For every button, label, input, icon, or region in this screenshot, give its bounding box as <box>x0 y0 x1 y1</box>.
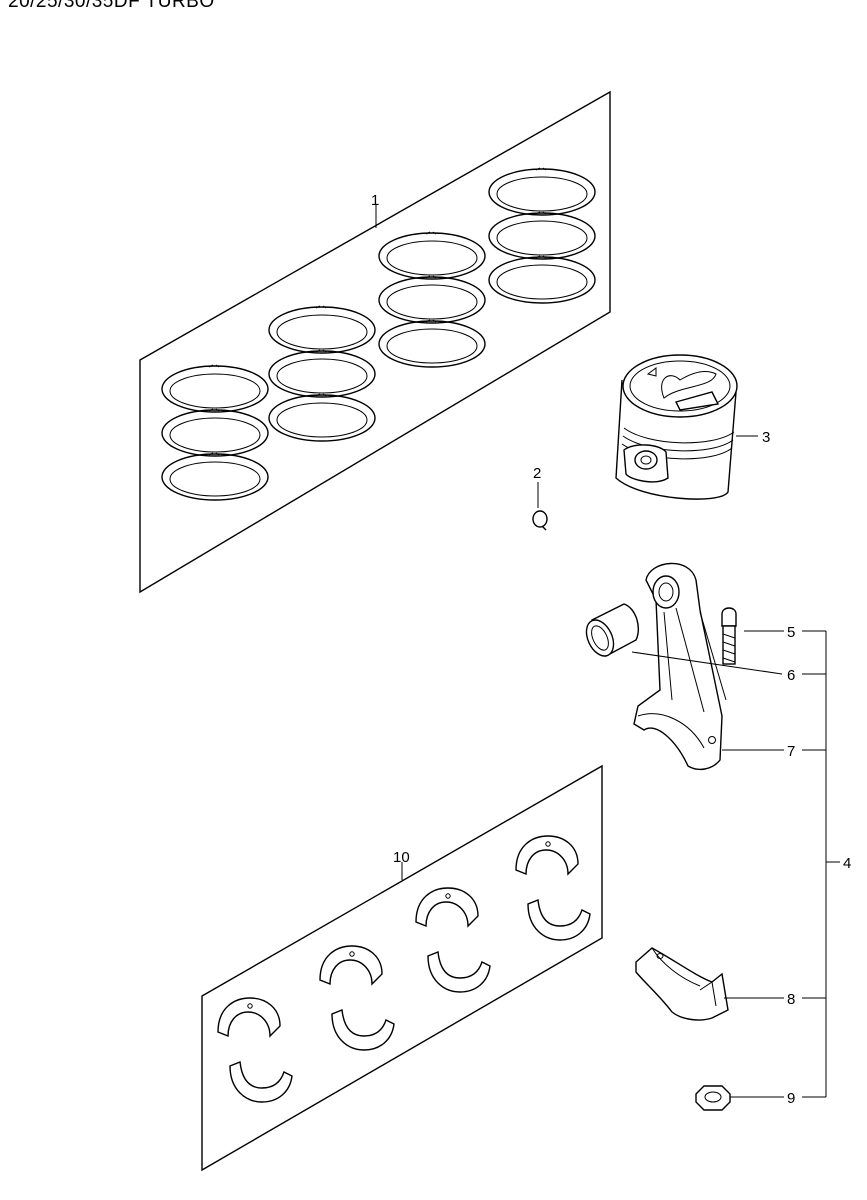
piston-ring-set-group <box>139 90 611 594</box>
callout-7: 7 <box>787 743 795 760</box>
callout-6: 6 <box>787 667 795 684</box>
callout-8: 8 <box>787 991 795 1008</box>
diagram-title: 20/25/30/35DF TURBO <box>8 0 215 12</box>
ring-set-frame <box>139 90 611 594</box>
snap-ring-part[interactable] <box>532 482 548 531</box>
ring-set-3[interactable] <box>379 232 485 367</box>
assembly-bracket-4 <box>631 630 840 1098</box>
callout-2: 2 <box>533 465 541 482</box>
bearing-pair-1[interactable] <box>217 997 293 1103</box>
bearing-pair-4[interactable] <box>515 835 591 941</box>
bearing-pair-2[interactable] <box>319 945 395 1051</box>
ring-set-2[interactable] <box>269 306 375 441</box>
bearing-set-group <box>201 764 603 1172</box>
bushing-part[interactable] <box>581 603 640 660</box>
bearing-set-frame <box>201 764 603 1172</box>
nut-part[interactable] <box>695 1085 731 1111</box>
callout-1: 1 <box>371 192 379 209</box>
piston-part[interactable] <box>615 354 758 500</box>
callout-4: 4 <box>843 855 851 872</box>
callout-10: 10 <box>393 849 410 866</box>
ring-set-4[interactable] <box>489 168 595 303</box>
connecting-rod-bolt-part[interactable] <box>721 607 737 665</box>
bearing-pair-3[interactable] <box>415 887 491 993</box>
ring-set-1[interactable] <box>162 365 268 500</box>
callout-3: 3 <box>762 429 770 446</box>
callout-5: 5 <box>787 624 795 641</box>
connecting-rod-part[interactable] <box>633 562 727 771</box>
connecting-rod-cap-part[interactable] <box>635 947 729 1021</box>
callout-9: 9 <box>787 1090 795 1107</box>
